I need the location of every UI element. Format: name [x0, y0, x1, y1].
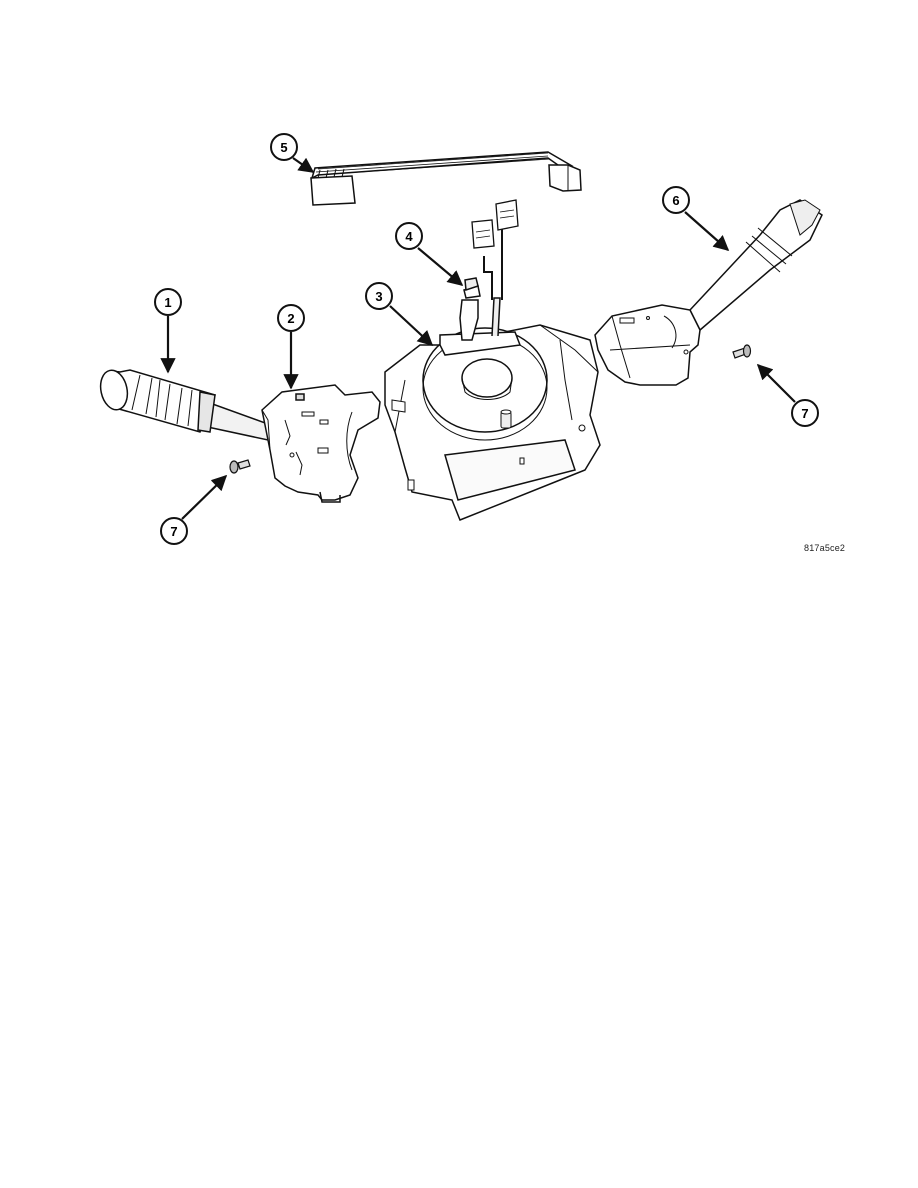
callout-3: 3 — [365, 282, 393, 310]
svg-text:2: 2 — [287, 311, 294, 326]
svg-text:3: 3 — [375, 289, 382, 304]
svg-text:6: 6 — [672, 193, 679, 208]
svg-text:7: 7 — [170, 524, 177, 539]
screw-right — [732, 344, 752, 359]
assembly-drawing: 1 2 3 4 5 6 7 7 — [99, 133, 823, 545]
screw-left — [229, 459, 251, 474]
callout-6: 6 — [662, 186, 690, 214]
callout-7-left: 7 — [160, 517, 188, 545]
left-switch-lever — [99, 369, 269, 441]
callout-4: 4 — [395, 222, 423, 250]
callout-1: 1 — [154, 288, 182, 316]
svg-text:5: 5 — [280, 140, 287, 155]
wire-harness-jumper — [310, 151, 582, 206]
svg-text:7: 7 — [801, 406, 808, 421]
pigtail-connectors — [471, 199, 519, 300]
svg-text:4: 4 — [405, 229, 413, 244]
right-switch-assembly — [594, 199, 823, 386]
clockspring-carrier — [384, 277, 601, 521]
callout-2: 2 — [277, 304, 305, 332]
left-switch-housing — [261, 384, 381, 503]
leader-arrows — [160, 157, 796, 520]
callout-7-right: 7 — [791, 399, 819, 427]
exploded-view-figure: 1 2 3 4 5 6 7 7 817a5ce2 — [99, 133, 846, 553]
svg-text:1: 1 — [164, 295, 171, 310]
callout-5: 5 — [270, 133, 298, 161]
figure-code: 817a5ce2 — [804, 543, 846, 553]
